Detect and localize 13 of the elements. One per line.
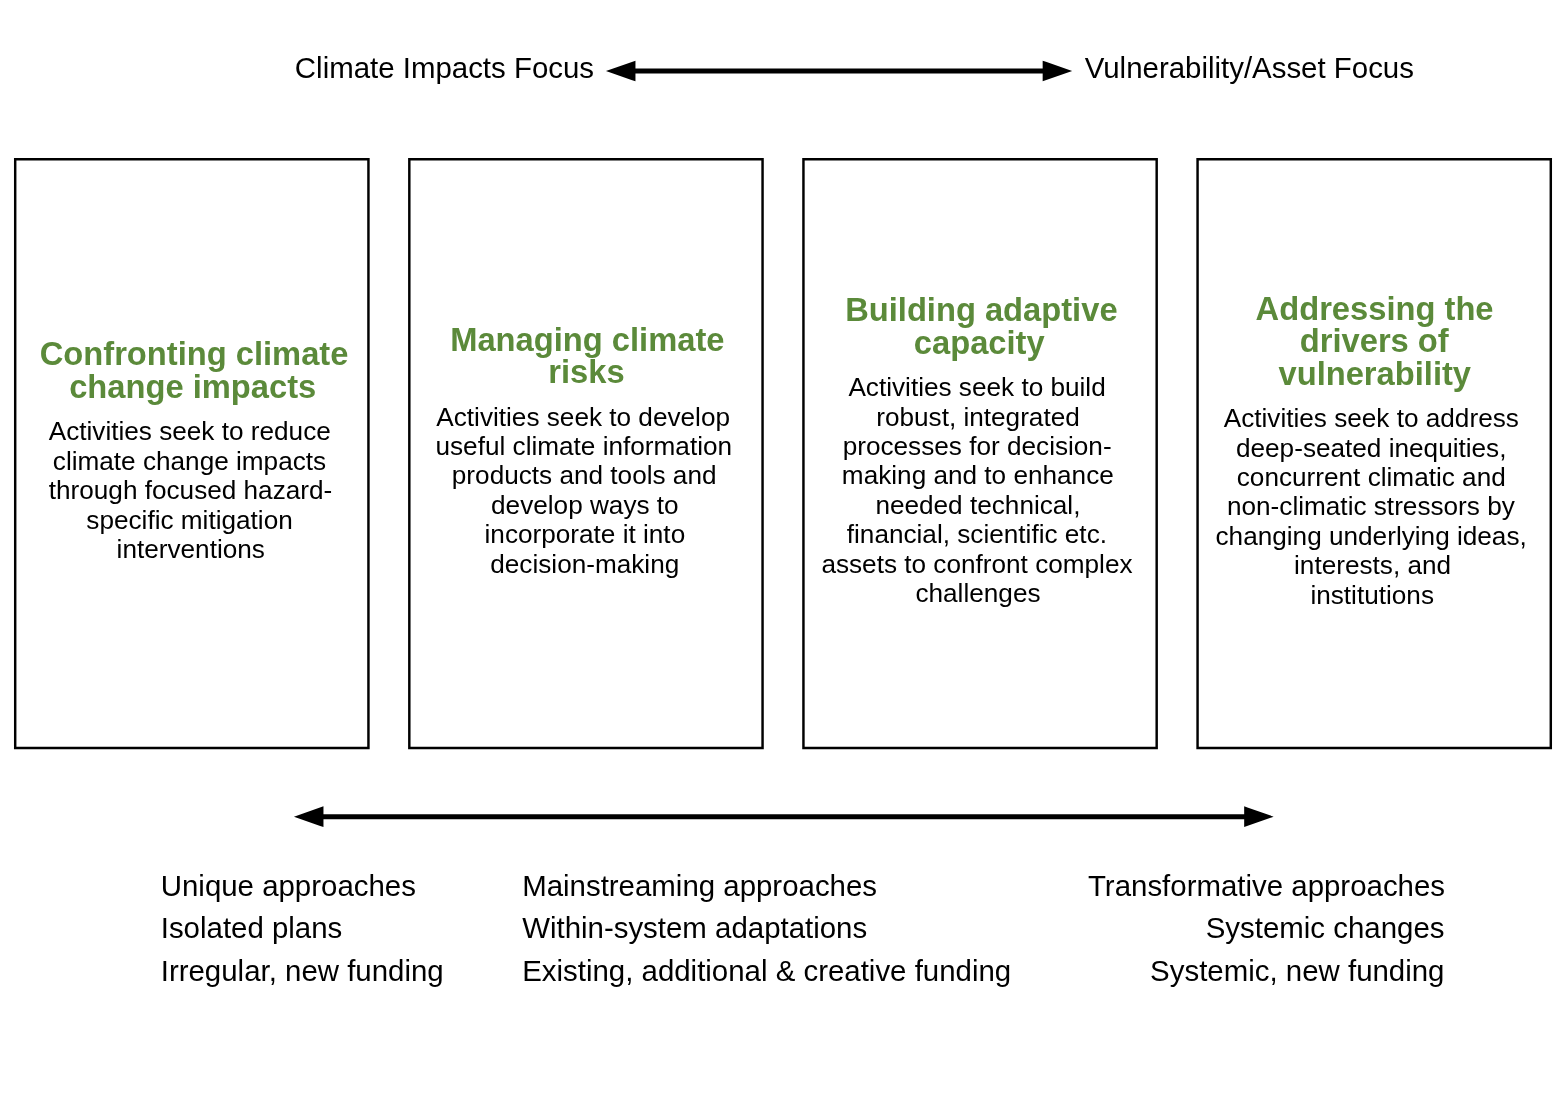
label: Existing, additional & creative funding (522, 953, 1012, 987)
label: Mainstreaming approaches (522, 868, 878, 902)
node-box: Addressing the drivers of vulnerability Activities seek to address deep-seated inequities, concurrent climatic and non-climatic stressors by changing underlying ideas, interests, and institutions (1196, 157, 1553, 749)
node-box: Building adaptive capacity Activities seek to build robust, integrated processes for decision-making and to enhance needed technical, financial, scientific etc. assets to confront complex challenges (802, 157, 1158, 749)
arrow (293, 805, 1274, 827)
node-text: Transformative approaches Systemic changes Systemic, new funding (1087, 868, 1446, 987)
node-box: Confronting climate change impacts Activities seek to reduce climate change impacts through focused hazard-specific mitigation interventions (13, 157, 370, 749)
label: Within-system adaptations (522, 910, 868, 944)
node-text: Climate Impacts Focus (294, 50, 595, 84)
node-box: Managing climate risks Activities seek to develop useful climate information products and tools and develop ways to incorporate it into decision-making (408, 157, 764, 749)
arrow (605, 60, 1073, 81)
node-text: Vulnerability/Asset Focus (1084, 50, 1414, 84)
node-text: Unique approaches Isolated plans Irregular, new funding (160, 868, 444, 987)
